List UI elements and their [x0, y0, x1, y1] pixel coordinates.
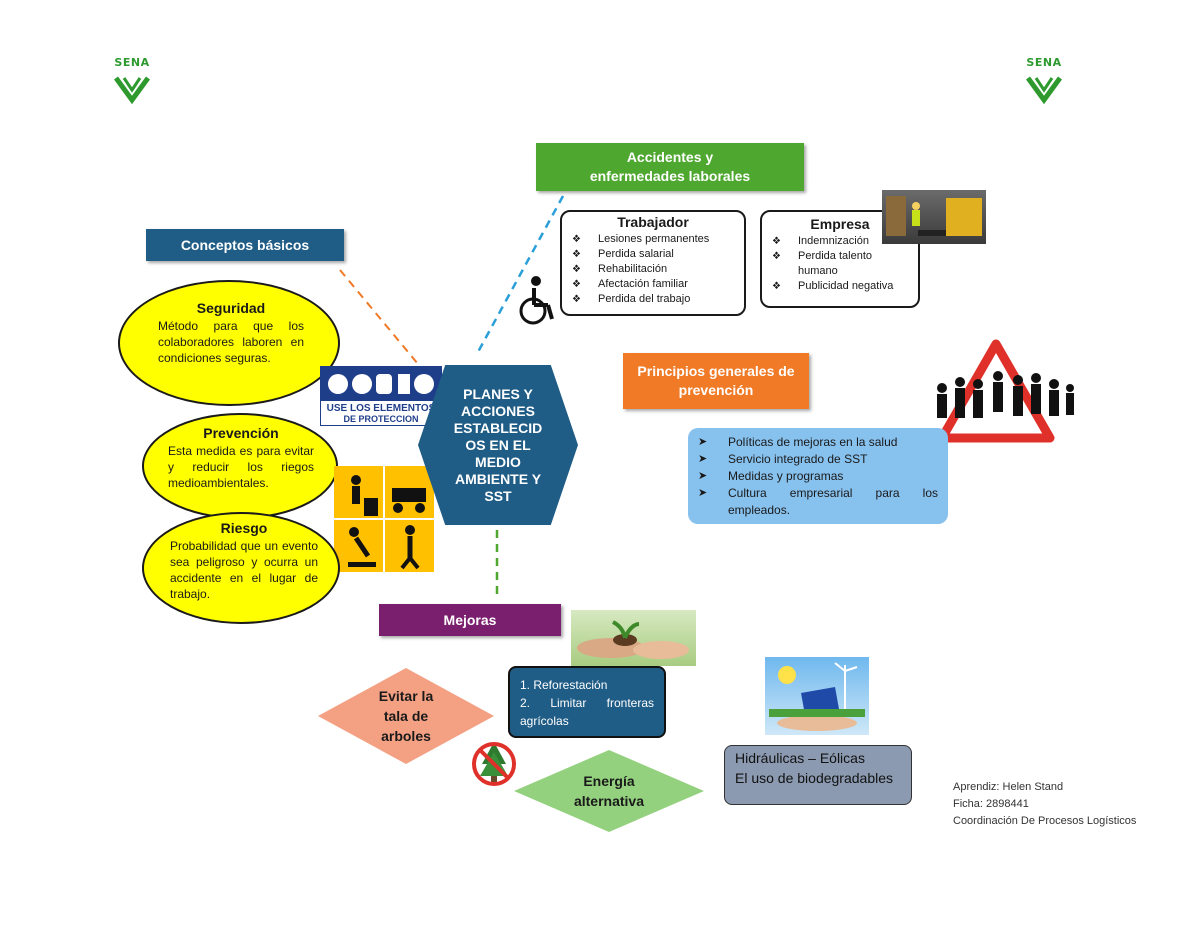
list-item: Perdida salarial: [568, 247, 738, 262]
seguridad-ellipse: Seguridad Método para que los colaborado…: [118, 280, 340, 406]
empresa-title: Empresa: [810, 216, 870, 232]
seguridad-body: Método para que los colaboradores labore…: [158, 319, 304, 365]
empresa-box: Empresa Indemnización Perdida talento hu…: [760, 210, 920, 308]
trabajador-list: Lesiones permanentes Perdida salarial Re…: [568, 232, 738, 307]
trabajador-box: Trabajador Lesiones permanentes Perdida …: [560, 210, 746, 316]
mejoras-list-box: 1. Reforestación 2. Limitar fronteras ag…: [508, 666, 666, 738]
ficha-text: Ficha: 2898441: [953, 798, 1029, 810]
principios-box: Políticas de mejoras en la salud Servici…: [688, 428, 948, 524]
renewable-energy-photo: [765, 657, 869, 735]
mejoras-banner: Mejoras: [379, 604, 561, 636]
prevencion-ellipse: Prevención Esta medida es para evitar y …: [142, 413, 338, 519]
warning-crowd-icon: [928, 338, 1078, 449]
center-title: PLANES Y ACCIONES ESTABLECID OS EN EL ME…: [453, 385, 543, 504]
conceptos-banner: Conceptos básicos: [146, 229, 344, 261]
coordinacion-text: Coordinación De Procesos Logísticos: [953, 815, 1137, 827]
epp-icons: [321, 367, 441, 401]
safety-gear-icon: [328, 374, 434, 394]
epp-sign: USE LOS ELEMENTOS DE PROTECCION: [320, 366, 442, 426]
list-item: Rehabilitación: [568, 262, 738, 277]
prevencion-title: Prevención: [203, 425, 279, 441]
riesgo-body: Probabilidad que un evento sea peligroso…: [170, 539, 318, 601]
riesgo-ellipse: Riesgo Probabilidad que un evento sea pe…: [142, 512, 340, 624]
wheelchair-icon: [516, 275, 556, 332]
no-tree-cutting-icon: [470, 736, 520, 793]
footer-credits: Aprendiz: Helen Stand Ficha: 2898441 Coo…: [953, 779, 1173, 830]
principios-banner: Principios generales de prevención: [623, 353, 809, 409]
accidentes-banner: Accidentes y enfermedades laborales: [536, 143, 804, 191]
list-item: Perdida talento humano: [768, 249, 912, 279]
aprendiz-text: Aprendiz: Helen Stand: [953, 781, 1064, 793]
sena-logo-right: SENA: [1014, 56, 1074, 106]
plant-hands-photo: [571, 610, 696, 666]
seguridad-title: Seguridad: [196, 300, 266, 316]
list-item: Políticas de mejoras en la salud: [688, 434, 938, 451]
list-item: Indemnización: [768, 234, 912, 249]
prevencion-body: Esta medida es para evitar y reducir los…: [168, 444, 314, 490]
list-item: Medidas y programas: [688, 468, 938, 485]
list-item: 2. Limitar fronteras agrícolas: [520, 696, 654, 728]
list-item: El uso de biodegradables: [735, 770, 894, 786]
trabajador-title: Trabajador: [617, 214, 689, 230]
list-item: Publicidad negativa: [768, 279, 912, 294]
epp-sign-line1: USE LOS ELEMENTOS: [326, 403, 436, 414]
list-item: Cultura empresarial para los empleados.: [688, 485, 938, 519]
sena-logo-left: SENA: [102, 56, 162, 106]
epp-sign-line2: DE PROTECCION: [343, 414, 419, 424]
principios-list: Políticas de mejoras en la salud Servici…: [688, 434, 938, 519]
list-item: Afectación familiar: [568, 277, 738, 292]
list-item: Lesiones permanentes: [568, 232, 738, 247]
evitar-tala-text: Evitar la tala de arboles: [378, 688, 434, 744]
hazard-icons: [334, 466, 434, 572]
center-hexagon: PLANES Y ACCIONES ESTABLECID OS EN EL ME…: [418, 365, 578, 525]
energia-text: Energía alternativa: [573, 773, 645, 809]
riesgo-title: Riesgo: [220, 520, 268, 536]
list-item: Hidráulicas – Eólicas: [735, 750, 865, 766]
accident-photo: [882, 190, 986, 244]
list-item: Perdida del trabajo: [568, 292, 738, 307]
empresa-list: Indemnización Perdida talento humano Pub…: [768, 234, 912, 294]
hazard-pictograms: [334, 466, 434, 572]
list-item: Servicio integrado de SST: [688, 451, 938, 468]
list-item: 1. Reforestación: [520, 678, 608, 692]
energia-box: Hidráulicas – Eólicas El uso de biodegra…: [724, 745, 912, 805]
